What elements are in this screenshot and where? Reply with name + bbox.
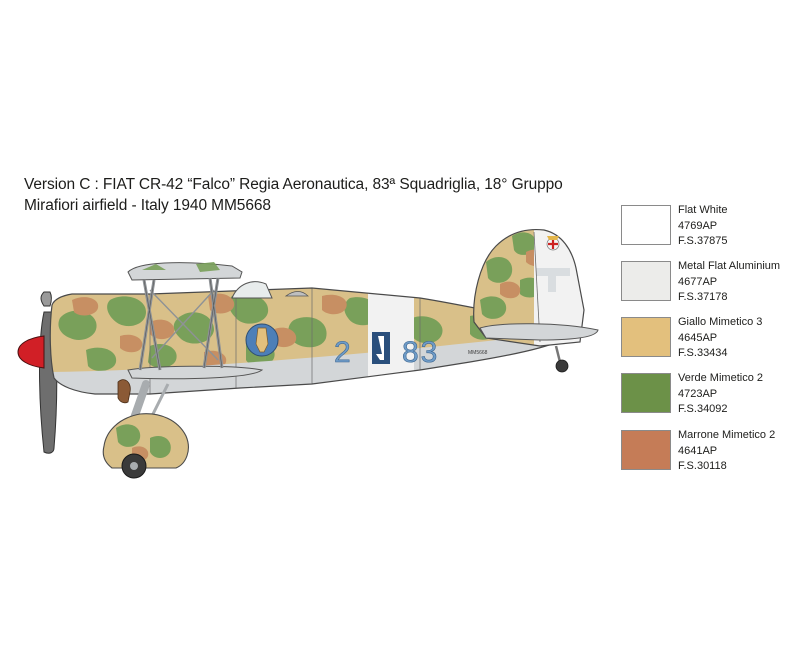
color-swatch bbox=[621, 205, 671, 245]
fs-code: F.S.37178 bbox=[678, 291, 728, 303]
landing-gear bbox=[102, 380, 189, 479]
squadron-badge-icon bbox=[245, 323, 279, 357]
tailplane bbox=[479, 323, 599, 341]
color-swatch bbox=[621, 317, 671, 357]
fs-code: F.S.37875 bbox=[678, 235, 728, 247]
paint-code: 4769AP bbox=[678, 219, 718, 232]
profile-caption: Version C : FIAT CR-42 “Falco” Regia Aer… bbox=[24, 174, 563, 216]
upper-wing bbox=[127, 262, 243, 281]
lower-wing bbox=[127, 365, 264, 380]
legend-item-marrone-mimetico-2: Marrone Mimetico 2 4641AP F.S.30118 bbox=[621, 428, 796, 478]
tail-wheel bbox=[554, 345, 569, 373]
paint-code: 4723AP bbox=[678, 387, 718, 400]
fs-code: F.S.33434 bbox=[678, 347, 728, 359]
caption-line-2: Mirafiori airfield - Italy 1940 MM5668 bbox=[24, 197, 271, 214]
color-swatch bbox=[621, 373, 671, 413]
legend-item-flat-white: Flat White 4769AP F.S.37875 bbox=[621, 203, 796, 253]
paint-name: Flat White bbox=[678, 204, 728, 216]
legend-item-giallo-mimetico-3: Giallo Mimetico 3 4645AP F.S.33434 bbox=[621, 315, 796, 365]
aircraft-profile: 2 83 MM5668 bbox=[17, 228, 599, 479]
spinner bbox=[17, 335, 45, 369]
paint-name: Metal Flat Aluminium bbox=[678, 260, 781, 272]
fuselage-code-right: 83 bbox=[402, 336, 439, 369]
legend-item-verde-mimetico-2: Verde Mimetico 2 4723AP F.S.34092 bbox=[621, 371, 796, 421]
color-swatch bbox=[621, 430, 671, 470]
fuselage-code-left: 2 bbox=[334, 336, 351, 369]
color-swatch bbox=[621, 261, 671, 301]
paint-code: 4645AP bbox=[678, 331, 718, 344]
fs-code: F.S.34092 bbox=[678, 403, 728, 415]
fasces-emblem-icon bbox=[372, 332, 390, 364]
cockpit bbox=[231, 281, 273, 299]
paint-code: 4677AP bbox=[678, 275, 718, 288]
legend-item-metal-flat-aluminium: Metal Flat Aluminium 4677AP F.S.37178 bbox=[621, 259, 796, 309]
fs-code: F.S.30118 bbox=[678, 460, 727, 472]
savoia-cross-icon bbox=[546, 236, 560, 251]
serial-number: MM5668 bbox=[468, 350, 488, 356]
paint-code: 4641AP bbox=[678, 444, 718, 457]
paint-name: Marrone Mimetico 2 bbox=[678, 429, 776, 441]
paint-name: Giallo Mimetico 3 bbox=[678, 316, 763, 328]
caption-line-1: Version C : FIAT CR-42 “Falco” Regia Aer… bbox=[24, 176, 563, 193]
paint-name: Verde Mimetico 2 bbox=[678, 372, 763, 384]
